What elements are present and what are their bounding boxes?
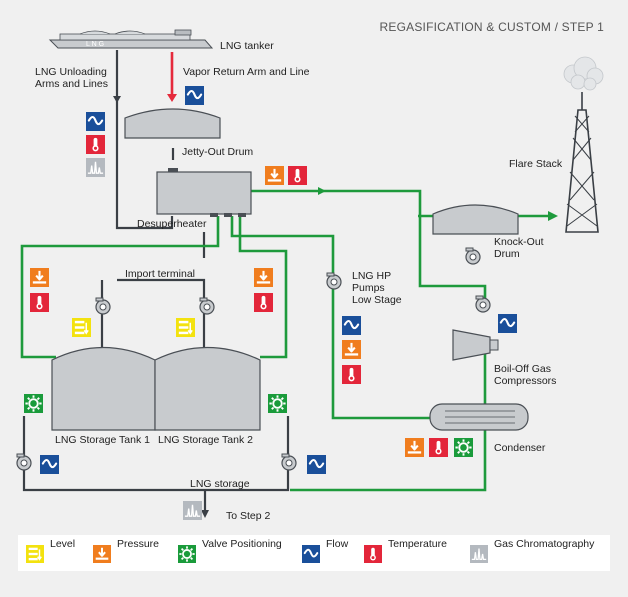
label-hp-pumps-2: Pumps — [352, 282, 385, 294]
pump-storage-2 — [281, 453, 297, 471]
valve-positioning-icon — [454, 438, 473, 457]
label-condenser: Condenser — [494, 442, 546, 454]
flare-stack — [563, 56, 604, 233]
flow-icon — [498, 314, 517, 333]
storage-tank-2 — [154, 347, 261, 431]
green-arrow-2 — [548, 211, 558, 221]
temperature-icon — [342, 365, 361, 384]
temperature-icon — [364, 545, 382, 563]
label-bog-1: Boil-Off Gas — [494, 363, 551, 375]
level-icon — [176, 318, 195, 337]
flow-icon — [307, 455, 326, 474]
label-jetty-drum: Jetty-Out Drum — [182, 146, 254, 158]
storage-tank-1 — [51, 347, 156, 431]
legend-gas: Gas Chromatography — [494, 538, 595, 550]
label-lng-storage: LNG storage — [190, 478, 250, 490]
pressure-icon — [254, 268, 273, 287]
legend-flow: Flow — [326, 538, 349, 550]
condenser — [429, 403, 529, 431]
jetty-out-drum — [124, 108, 221, 139]
legend: Level Pressure Valve Positioning Flow Te… — [18, 535, 610, 571]
valve-positioning-icon — [178, 545, 196, 563]
pressure-icon — [265, 166, 284, 185]
label-knockout-2: Drum — [494, 248, 520, 260]
knock-out-drum — [432, 204, 519, 235]
lng-tanker — [48, 29, 214, 49]
pump-bog — [475, 295, 491, 313]
flow-icon — [302, 545, 320, 563]
temperature-icon — [86, 135, 105, 154]
level-icon — [26, 545, 44, 563]
label-hp-pumps-1: LNG HP — [352, 270, 392, 282]
label-tank-2: LNG Storage Tank 2 — [158, 434, 253, 446]
label-hp-pumps-3: Low Stage — [352, 294, 402, 306]
pump-hp — [326, 272, 342, 290]
legend-valve: Valve Positioning — [202, 538, 282, 550]
valve-positioning-icon — [268, 394, 287, 413]
temperature-icon — [254, 293, 273, 312]
pump-import-2 — [199, 297, 215, 315]
pump-knockout — [465, 247, 481, 265]
legend-temperature: Temperature — [388, 538, 447, 550]
pressure-icon — [342, 340, 361, 359]
vapor-return-line — [167, 52, 177, 102]
green-arrow-1 — [318, 187, 326, 195]
gas-chromatography-icon — [86, 158, 105, 177]
label-vapor-return: Vapor Return Arm and Line — [183, 66, 310, 78]
label-tank-1: LNG Storage Tank 1 — [55, 434, 150, 446]
temperature-icon — [30, 293, 49, 312]
flow-icon — [342, 316, 361, 335]
label-unloading-1: LNG Unloading — [35, 66, 107, 78]
valve-positioning-icon — [24, 394, 43, 413]
downflow-arrow — [113, 96, 121, 103]
flow-icon — [40, 455, 59, 474]
legend-pressure: Pressure — [117, 538, 160, 550]
pressure-icon — [405, 438, 424, 457]
ship-label: L N G — [86, 41, 104, 48]
label-knockout-1: Knock-Out — [494, 236, 544, 248]
temperature-icon — [429, 438, 448, 457]
pump-storage-1 — [16, 453, 32, 471]
label-desuperheater: Desuperheater — [137, 218, 207, 230]
gas-chromatography-icon — [183, 501, 202, 520]
boil-off-compressor — [452, 329, 499, 361]
label-import-terminal: Import terminal — [125, 268, 196, 280]
flow-icon — [185, 86, 204, 105]
label-tanker: LNG tanker — [220, 40, 274, 52]
label-flare-stack: Flare Stack — [509, 158, 563, 170]
pressure-icon — [93, 545, 111, 563]
label-bog-2: Compressors — [494, 375, 557, 387]
to-step2-arrow — [201, 510, 209, 518]
pump-import-1 — [95, 297, 111, 315]
flow-icon — [86, 112, 105, 131]
page-title: REGASIFICATION & CUSTOM / STEP 1 — [379, 20, 604, 34]
gas-chromatography-icon — [470, 545, 488, 563]
temperature-icon — [288, 166, 307, 185]
label-unloading-2: Arms and Lines — [35, 78, 108, 90]
legend-level: Level — [50, 538, 76, 550]
level-icon — [72, 318, 91, 337]
desuperheater — [156, 168, 252, 217]
pressure-icon — [30, 268, 49, 287]
label-to-step2: To Step 2 — [226, 510, 271, 522]
